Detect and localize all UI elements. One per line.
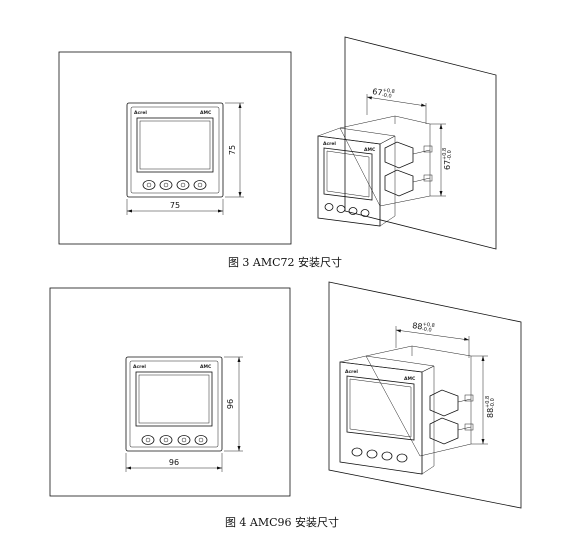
- fig3-brand-label: Acrel: [134, 110, 147, 116]
- fig3-height-label: 75: [228, 145, 237, 155]
- svg-text:-0.0: -0.0: [490, 398, 496, 408]
- svg-text:AMC: AMC: [364, 147, 376, 153]
- figure-3: Acrel AMC 75: [58, 36, 497, 269]
- fig4-caption: 图 4 AMC96 安装尺寸: [225, 515, 339, 529]
- fig4-display-window: [135, 371, 213, 427]
- fig4-brand-label: Acrel: [133, 364, 146, 370]
- fig4-height-label: 96: [226, 399, 235, 409]
- fig4-button-3: [177, 435, 191, 445]
- fig3-caption: 图 3 AMC72 安装尺寸: [228, 255, 342, 269]
- svg-text:AMC: AMC: [404, 376, 416, 382]
- svg-text:-0.0: -0.0: [447, 150, 453, 160]
- fig4-button-4: [194, 435, 208, 445]
- svg-text:Acrel: Acrel: [323, 141, 336, 147]
- fig3-clamp-upper: [384, 141, 414, 169]
- fig4-mounting-panel: [328, 281, 522, 509]
- fig4-cutout-width-label: 88: [412, 321, 423, 331]
- fig4-clamp-lower: [429, 417, 459, 445]
- fig3-front-view-frame: [58, 51, 292, 245]
- fig4-display: [346, 375, 415, 441]
- fig3-width-dimension: 75: [126, 199, 224, 215]
- fig3-cutout-height-label: 67: [443, 160, 452, 170]
- fig4-cutout-height-dimension: 88 +0.8 -0.0: [471, 355, 496, 445]
- fig3-button-4: [193, 180, 207, 190]
- fig3-model-label: AMC: [200, 110, 212, 116]
- fig3-button-2: [159, 180, 173, 190]
- fig3-button-1: [142, 180, 156, 190]
- fig3-button-3: [176, 180, 190, 190]
- fig3-installed-meter: Acrel AMC: [317, 115, 433, 227]
- fig4-button-row: [141, 435, 208, 445]
- fig3-width-label: 75: [170, 201, 180, 210]
- fig3-height-dimension: 75: [225, 102, 244, 198]
- fig3-display-window: [136, 117, 214, 173]
- fig4-height-dimension: 96: [224, 356, 243, 452]
- fig3-mounting-panel: [344, 36, 497, 250]
- fig3-clamp-lower: [384, 169, 414, 197]
- svg-text:+0.8: +0.8: [442, 148, 448, 160]
- fig4-front-view-frame: [49, 287, 291, 497]
- svg-text:-0.0: -0.0: [381, 92, 392, 99]
- fig3-cutout-height-dimension: 67 +0.8 -0.0: [430, 123, 453, 197]
- fig4-cutout-width-dimension: 88 +0.8 -0.0: [395, 321, 470, 358]
- fig4-model-label: AMC: [200, 364, 212, 370]
- svg-text:Acrel: Acrel: [345, 369, 358, 375]
- fig3-cutout-width-label: 67: [372, 87, 383, 97]
- fig3-button-row: [142, 180, 207, 190]
- fig4-width-dimension: 96: [125, 453, 223, 472]
- fig4-button-1: [141, 435, 155, 445]
- fig4-installed-meter: Acrel AMC: [339, 345, 474, 475]
- fig4-clamp-upper: [429, 389, 459, 417]
- fig4-button-2: [159, 435, 173, 445]
- svg-text:+0.8: +0.8: [422, 321, 435, 329]
- svg-text:+0.8: +0.8: [382, 87, 395, 95]
- fig3-display: [323, 147, 373, 201]
- svg-text:-0.0: -0.0: [421, 326, 432, 333]
- fig4-meter-front: Acrel AMC: [125, 356, 223, 452]
- fig3-cutout-width-dimension: 67 +0.8 -0.0: [366, 87, 427, 124]
- svg-text:+0.8: +0.8: [485, 396, 491, 408]
- fig4-width-label: 96: [169, 458, 179, 467]
- fig4-cutout-height-label: 88: [486, 408, 495, 418]
- figure-4: Acrel AMC 96: [49, 281, 522, 529]
- fig3-meter-front: Acrel AMC: [126, 102, 224, 198]
